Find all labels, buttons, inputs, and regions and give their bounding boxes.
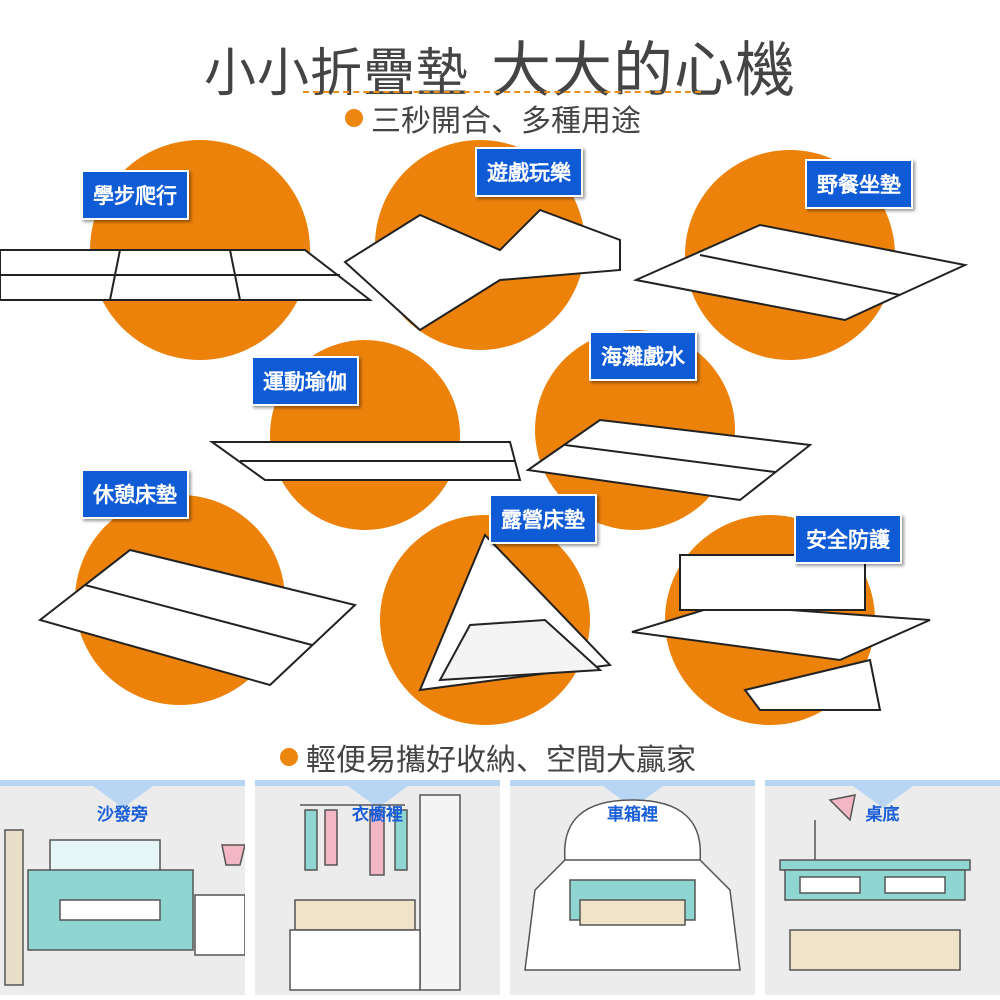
bullet-icon bbox=[345, 109, 363, 127]
tag-camp: 露營床墊 bbox=[489, 494, 597, 544]
sofa-icon bbox=[4, 829, 245, 986]
storage-label: 沙發旁 bbox=[97, 805, 148, 825]
subtitle-uses: 三秒開合、多種用途 bbox=[345, 96, 641, 140]
subtitle-text: 輕便易攜好收納、空間大贏家 bbox=[306, 743, 696, 778]
storage-label: 桌底 bbox=[865, 805, 900, 825]
storage-panel-sofa: 沙發旁 bbox=[0, 780, 245, 995]
bed-icon bbox=[679, 554, 866, 611]
car-trunk-icon bbox=[524, 799, 741, 971]
dashed-divider bbox=[303, 91, 701, 93]
storage-panel-desk: 桌底 bbox=[765, 780, 1000, 995]
tag-crawl: 學步爬行 bbox=[81, 170, 189, 220]
storage-label: 衣櫥裡 bbox=[352, 805, 403, 825]
tag-rest: 休憩床墊 bbox=[81, 469, 189, 519]
mat-illustrations bbox=[0, 208, 969, 711]
desk-icon bbox=[779, 794, 971, 971]
storage-panel-trunk: 車箱裡 bbox=[510, 780, 755, 995]
title-part1: 小小折疊墊 bbox=[203, 44, 469, 104]
bullet-icon bbox=[280, 748, 298, 766]
mat-safety bbox=[631, 603, 931, 662]
tag-yoga: 運動瑜伽 bbox=[251, 356, 359, 406]
tag-safety: 安全防護 bbox=[794, 514, 902, 564]
storage-label: 車箱裡 bbox=[607, 805, 658, 825]
closet-icon bbox=[289, 794, 461, 991]
mat-play bbox=[343, 208, 621, 332]
mat-picnic bbox=[632, 223, 969, 322]
tag-picnic: 野餐坐墊 bbox=[805, 159, 913, 209]
tag-play: 遊戲玩樂 bbox=[475, 147, 583, 197]
subtitle-text: 三秒開合、多種用途 bbox=[371, 104, 641, 139]
tag-beach: 海灘戲水 bbox=[589, 331, 697, 381]
page-title: 小小折疊墊大大的心機 bbox=[0, 22, 1000, 109]
mat-beach bbox=[525, 418, 813, 502]
storage-panel-closet: 衣櫥裡 bbox=[255, 780, 500, 995]
title-part2: 大大的心機 bbox=[491, 36, 796, 106]
mat-rest bbox=[37, 548, 358, 687]
subtitle-storage: 輕便易攜好收納、空間大贏家 bbox=[280, 735, 696, 779]
